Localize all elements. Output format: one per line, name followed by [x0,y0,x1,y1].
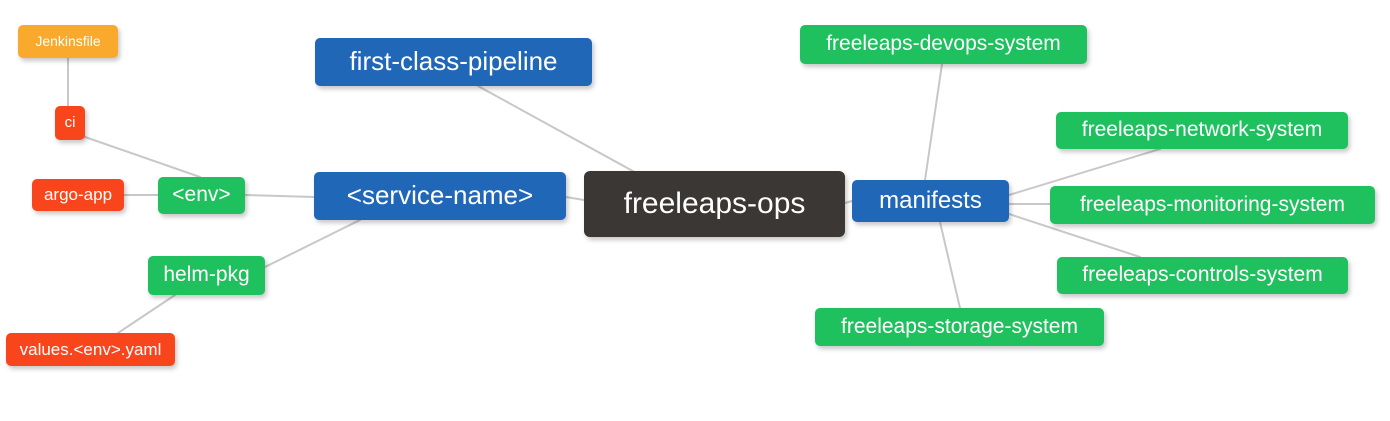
mindmap-node-pipeline[interactable]: first-class-pipeline [315,38,592,86]
mindmap-node-argo[interactable]: argo-app [32,179,124,211]
edge-manifests-to-devops [924,63,943,181]
edge-env-to-ci [84,136,201,178]
mindmap-node-monitoring[interactable]: freeleaps-monitoring-system [1050,186,1375,224]
mindmap-node-manifests[interactable]: manifests [852,180,1009,222]
mindmap-node-helm[interactable]: helm-pkg [148,256,265,295]
edge-root-to-pipeline [477,85,641,176]
mindmap-node-storage[interactable]: freeleaps-storage-system [815,308,1104,346]
edge-manifests-to-network [1008,148,1161,196]
edge-manifests-to-controls [1008,213,1141,258]
edge-service-to-env [244,194,315,198]
edge-root-to-service [565,196,585,201]
mindmap-node-values[interactable]: values.<env>.yaml [6,333,175,366]
mindmap-node-devops[interactable]: freeleaps-devops-system [800,25,1087,64]
mindmap-node-controls[interactable]: freeleaps-controls-system [1057,257,1348,294]
mindmap-node-root[interactable]: freeleaps-ops [584,171,845,237]
edge-helm-to-values [117,294,176,334]
edge-manifests-to-storage [939,221,961,309]
mindmap-node-network[interactable]: freeleaps-network-system [1056,112,1348,149]
mindmap-node-ci[interactable]: ci [55,106,85,140]
edge-root-to-manifests [844,200,853,204]
mindmap-node-service[interactable]: <service-name> [314,172,566,220]
edge-service-to-helm [264,219,361,268]
mindmap-node-jenkins[interactable]: Jenkinsfile [18,25,118,58]
mindmap-node-env[interactable]: <env> [158,177,245,214]
